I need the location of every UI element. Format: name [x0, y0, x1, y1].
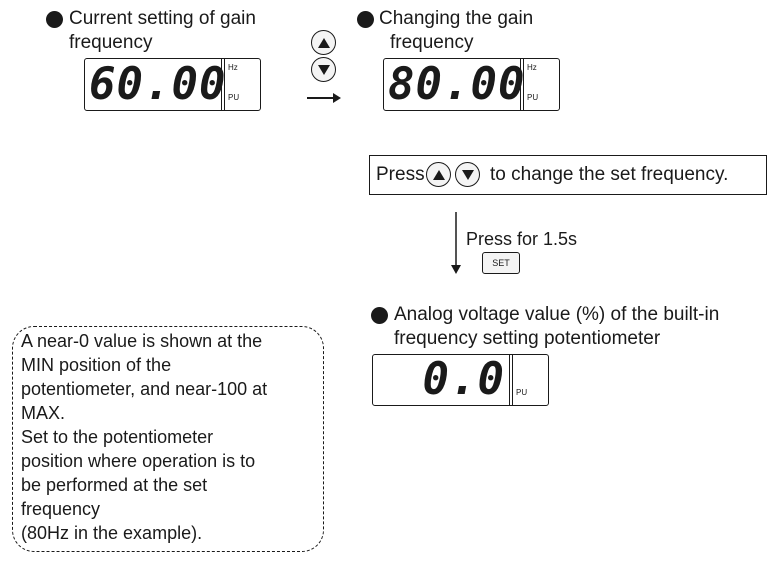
up-key-icon[interactable] [426, 162, 451, 187]
note-line: be performed at the set [21, 475, 208, 495]
note-box: A near-0 value is shown at the MIN posit… [12, 326, 324, 552]
set-step-label: Press for 1.5s [466, 229, 578, 249]
note-line: potentiometer, and near-100 at [21, 379, 268, 399]
note-line: frequency [21, 499, 101, 519]
unit-pu-label: PU [228, 93, 240, 102]
instruction-prefix: Press [376, 164, 425, 185]
display-analog-voltage: 0.0 PU [372, 354, 549, 406]
display-digits: 80.00 [388, 59, 526, 110]
step2-title-line2: frequency [390, 32, 474, 53]
step1-title-line2: frequency [69, 32, 153, 53]
display-changing-gain: 80.00 Hz PU [383, 58, 560, 111]
display-digits: 0.0 [422, 354, 505, 405]
bullet-icon [357, 11, 374, 28]
set-key-button[interactable]: SET [482, 252, 520, 274]
note-line: (80Hz in the example). [21, 523, 203, 543]
bullet-icon [371, 307, 388, 324]
note-line: A near-0 value is shown at the [21, 331, 263, 351]
note-line: Set to the potentiometer [21, 427, 214, 447]
step3-title-line1: Analog voltage value (%) of the built-in [394, 304, 720, 325]
unit-hz-label: Hz [228, 63, 238, 72]
right-arrow-icon [307, 93, 341, 103]
down-key-icon[interactable] [455, 162, 480, 187]
down-key-icon[interactable] [311, 57, 336, 82]
down-arrow-icon [451, 212, 461, 274]
note-line: MIN position of the [21, 355, 172, 375]
unit-pu-label: PU [516, 388, 528, 397]
display-digits: 60.00 [89, 59, 227, 110]
note-line: position where operation is to [21, 451, 256, 471]
note-line: MAX. [21, 403, 66, 423]
up-key-icon[interactable] [311, 30, 336, 55]
display-current-gain: 60.00 Hz PU [84, 58, 261, 111]
instruction-suffix: to change the set frequency. [490, 164, 729, 185]
step2-title-line1: Changing the gain [379, 8, 534, 29]
step3-title-line2: frequency setting potentiometer [394, 328, 661, 349]
set-key-label: SET [492, 258, 510, 268]
instruction-box: Press to change the set frequency. [369, 155, 767, 195]
step1-title-line1: Current setting of gain [69, 8, 256, 29]
unit-pu-label: PU [527, 93, 539, 102]
unit-hz-label: Hz [527, 63, 537, 72]
bullet-icon [46, 11, 63, 28]
